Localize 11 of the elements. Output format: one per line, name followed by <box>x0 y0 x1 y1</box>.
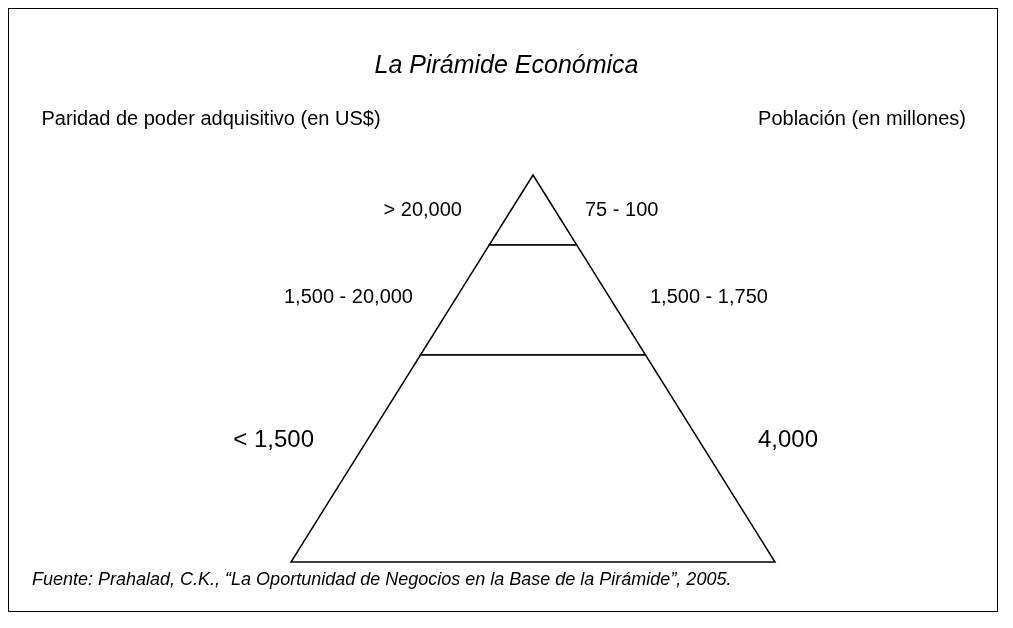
pyramid-top-tier <box>487 173 579 246</box>
income-range: > 20,000 <box>383 198 462 221</box>
income-range: 1,500 - 20,000 <box>284 285 413 308</box>
source-note: Fuente: Prahalad, C.K., “La Oportunidad de Negocios en la Base de la Pirámide”, 2005. <box>32 568 733 591</box>
population-value: 75 - 100 <box>585 198 659 221</box>
population-value: 4,000 <box>758 425 819 453</box>
diagram-title: La Pirámide Económica <box>373 50 640 79</box>
column-heading: Población (en millones) <box>757 106 967 131</box>
income-range: < 1,500 <box>233 425 314 453</box>
column-heading: Paridad de poder adquisitivo (en US$) <box>40 106 382 131</box>
population-value: 1,500 - 1,750 <box>650 285 768 308</box>
